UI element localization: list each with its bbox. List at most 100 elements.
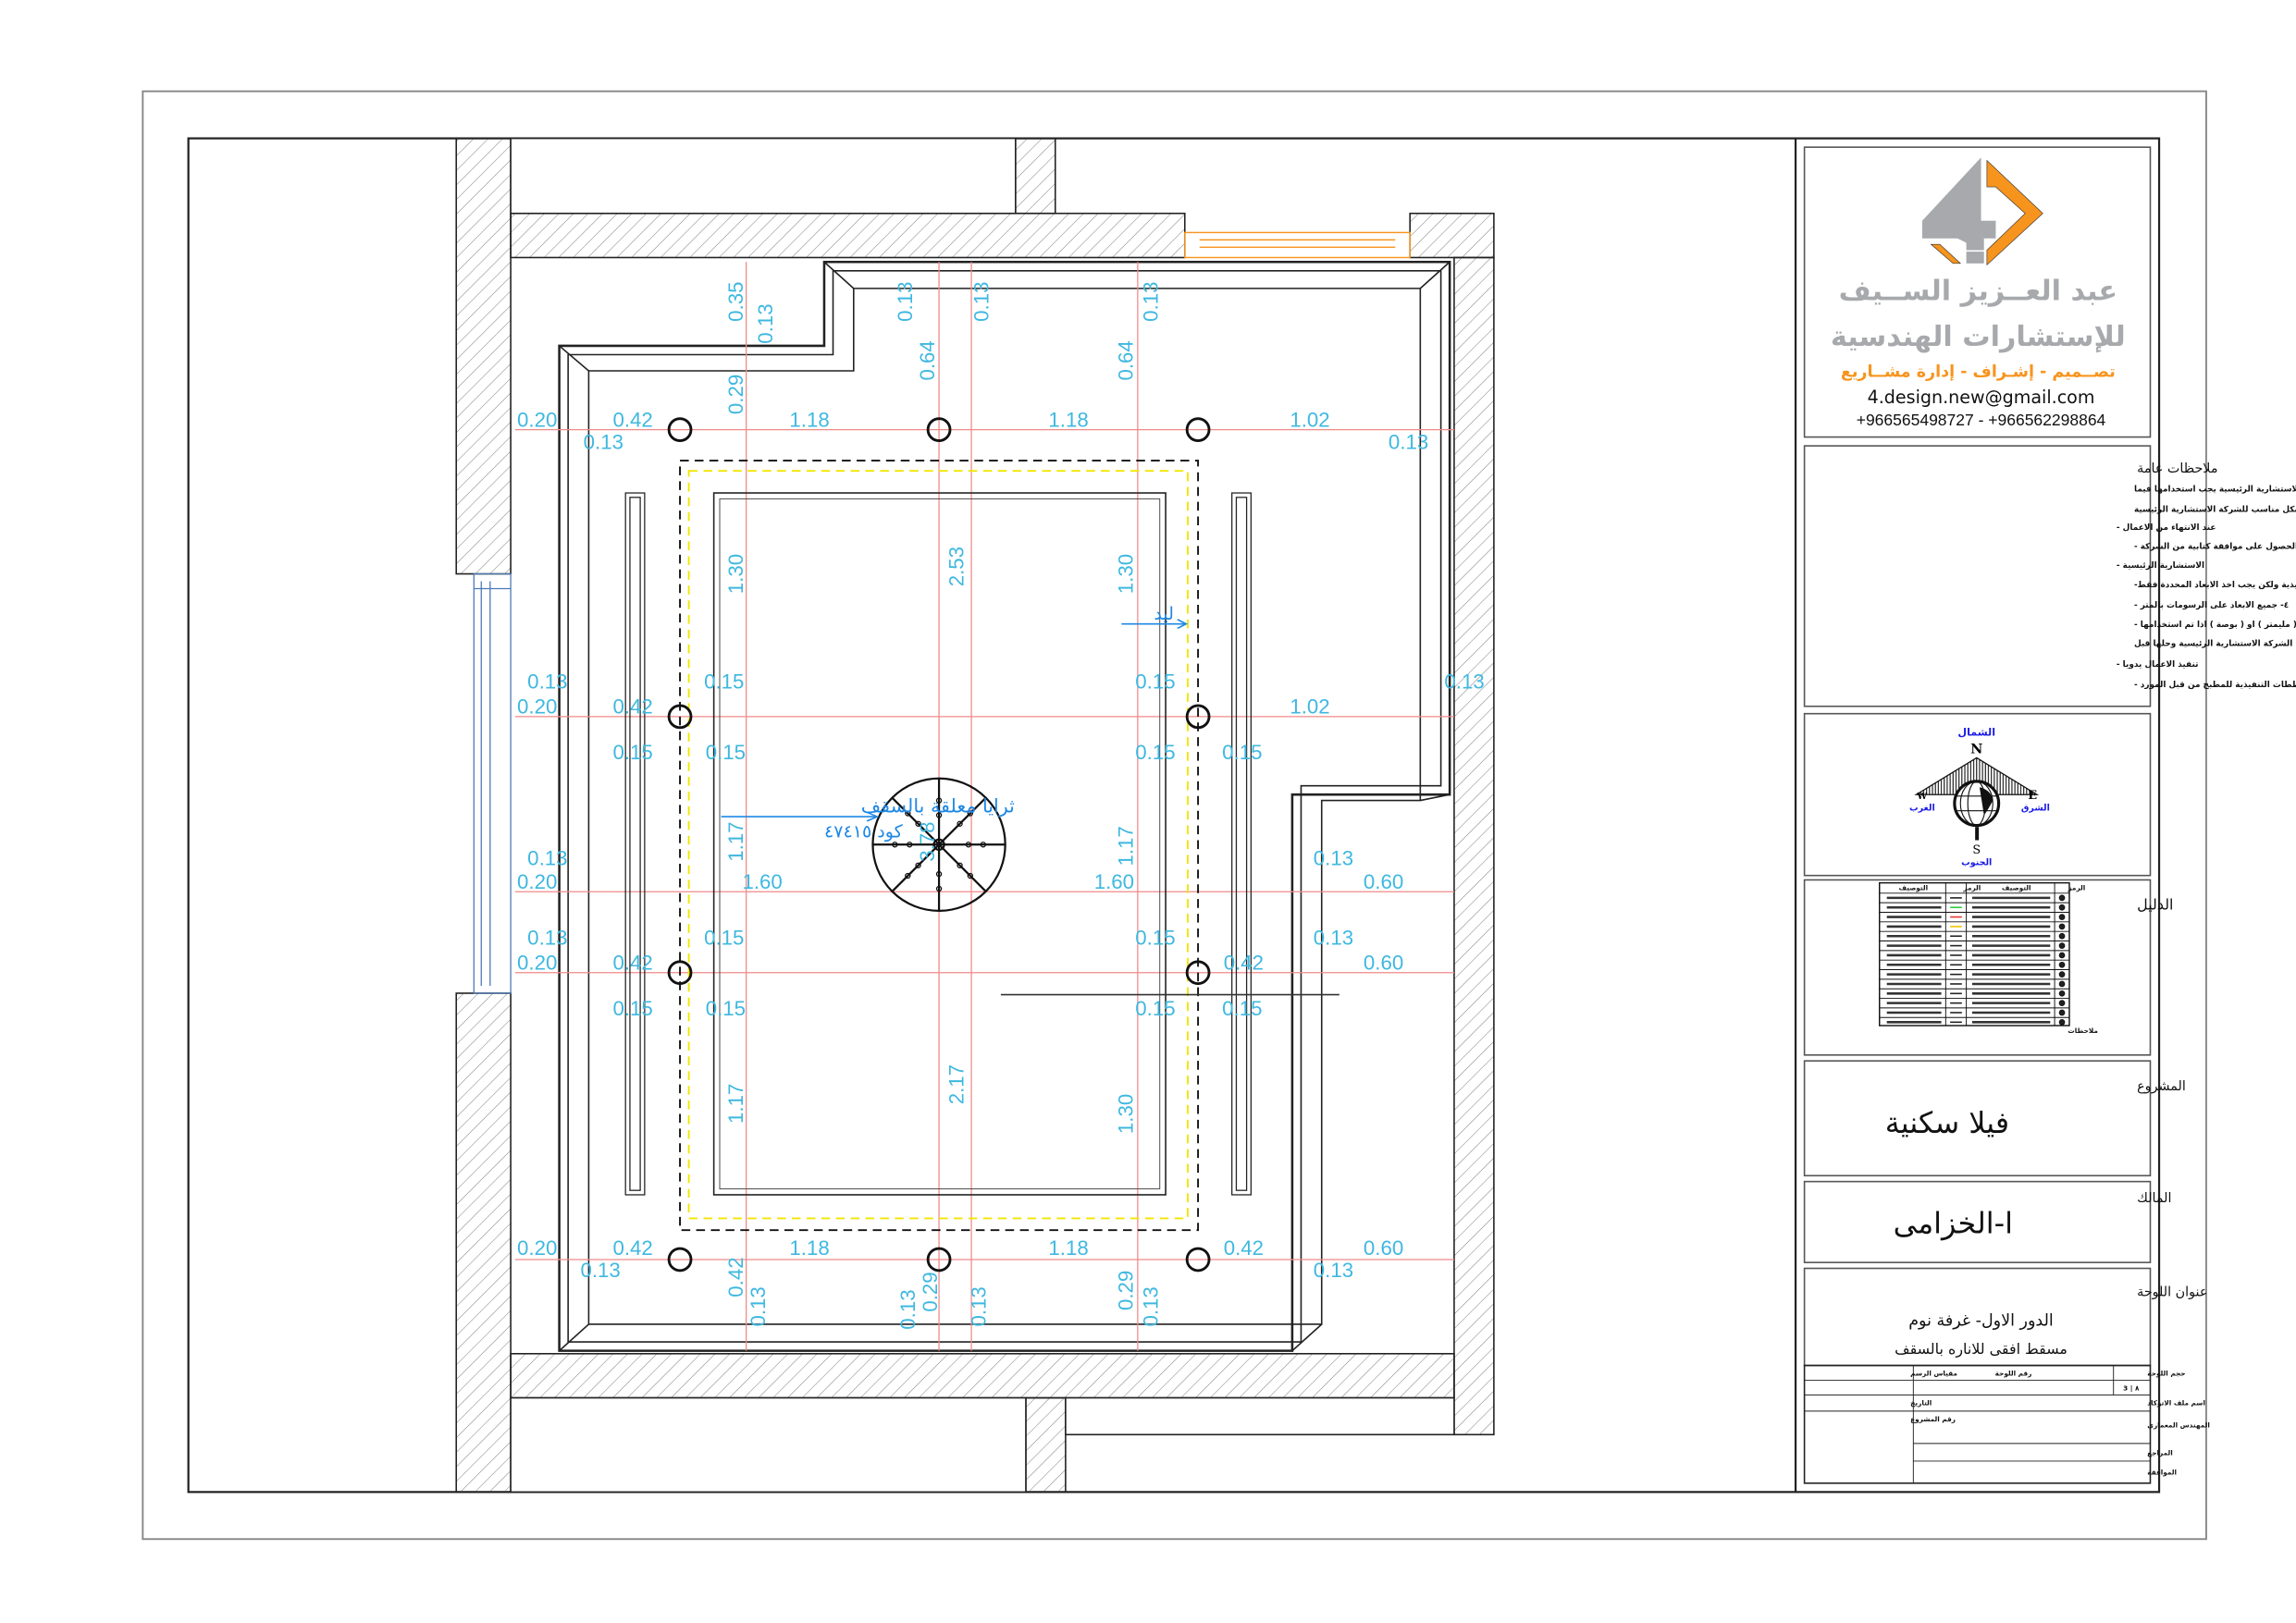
dimension-label: 0.20 <box>517 1236 557 1260</box>
north-arrow-icon <box>1914 756 2040 841</box>
sheet-size-label: حجم اللوحة <box>2147 1370 2185 1378</box>
legend-symbol-icon <box>2058 932 2066 940</box>
chandelier-bulb <box>965 842 972 848</box>
note-line: ١- جميع الرسومات وضعها تظل ملكا للشركة ا… <box>2134 485 2296 494</box>
dimension-label: 0.15 <box>704 670 744 694</box>
chandelier-bulb <box>935 885 943 892</box>
dimension-label: 0.42 <box>1224 1236 1264 1260</box>
dimension-label: 0.13 <box>584 430 623 453</box>
legend-symbol-icon <box>2058 971 2066 977</box>
led-label: ليد <box>1154 603 1174 624</box>
downlight-icon <box>1185 417 1211 442</box>
chandelier-icon <box>871 777 1006 913</box>
downlight-icon <box>926 1247 952 1273</box>
dimension-label: 1.18 <box>1048 1236 1088 1260</box>
legend-symbol-icon <box>2058 961 2066 968</box>
dimension-label: 0.60 <box>1364 870 1403 893</box>
inner-frame <box>187 137 2161 1494</box>
compass-south: S <box>1972 842 1981 856</box>
dimension-label: 0.20 <box>517 870 557 893</box>
legend-symbol-icon <box>2058 980 2066 988</box>
dimension-label: 0.64 <box>916 340 939 380</box>
dimension-label: 0.13 <box>896 1289 920 1329</box>
dimension-labels-vertical: 0.350.130.291.301.171.170.420.130.130.64… <box>724 282 1163 1330</box>
note-line: ٢- قد لايتم نسخ هذه الرسومات باى وسيلة د… <box>2134 543 2296 552</box>
chandelier-bulb <box>915 862 921 868</box>
dimension-label: 0.60 <box>1364 1236 1403 1260</box>
dimension-label: 1.18 <box>789 1236 829 1260</box>
note-line: ٣-لايجب قياس الابعاد من الرسومات التنفيذ… <box>2134 581 2296 590</box>
dimension-label: 0.15 <box>612 741 652 764</box>
dimension-label: 1.17 <box>724 821 747 861</box>
date-label: التاريخ <box>1910 1398 1932 1407</box>
window-left <box>473 572 512 994</box>
dimension-label: 0.15 <box>1135 926 1175 949</box>
dimension-label: 0.20 <box>517 952 557 975</box>
chandelier-bulb <box>905 872 911 879</box>
chandelier-bulb <box>967 872 974 879</box>
downlight-icon <box>1185 960 1211 986</box>
ceiling-cove <box>558 260 1451 1352</box>
sheet-title-line1: الدور الاول- غرفة نوم <box>1908 1312 2054 1331</box>
legend-symbol-icon <box>2058 942 2066 949</box>
dimension-label: 1.18 <box>789 408 829 431</box>
legend-table <box>1879 881 2070 1027</box>
compass-west: W <box>1917 792 1928 802</box>
note-line: عند الانتهاء من الاعمال - <box>2117 523 2216 533</box>
dimension-label: 0.35 <box>724 282 747 322</box>
dimension-label: 0.42 <box>724 1257 747 1297</box>
dimension-lines <box>514 262 1454 1351</box>
window-top <box>1184 231 1411 259</box>
chandelier-bulb <box>957 820 963 827</box>
downlight-icon <box>1185 704 1211 730</box>
legend-symbol-icon <box>2058 923 2066 930</box>
owner-name: ا-الخزامى <box>1894 1205 2013 1240</box>
notes-title: ملاحظات عامة <box>2137 461 2217 476</box>
legend-symbol-icon <box>2058 894 2066 902</box>
legend-header-symbol-2: الرمز <box>1962 884 1981 892</box>
dimension-label: 0.15 <box>1135 741 1175 764</box>
inner-ceiling <box>712 492 1167 1196</box>
dimension-label: 1.18 <box>1048 408 1088 431</box>
architect-label: المهندس المعماري <box>2147 1420 2210 1429</box>
sheet-title-label: عنوان اللوحة <box>2137 1285 2207 1300</box>
dimension-label: 0.13 <box>970 282 994 322</box>
downlight-icon <box>667 417 693 442</box>
legend-symbol-icon <box>2058 990 2066 997</box>
legend-symbol-icon <box>2058 1009 2066 1016</box>
info-table <box>1804 1365 2151 1483</box>
inner-ceiling-edge <box>719 498 1161 1190</box>
legend-symbol-icon <box>2058 914 2066 920</box>
sheet-title-line2: مسقط افقى للاناره بالسقف <box>1895 1340 2068 1359</box>
dimension-label: 0.13 <box>527 847 567 870</box>
chandelier-label: ثرايا معلقة بالسقف <box>861 794 1015 817</box>
led-strip <box>687 470 1189 1220</box>
chandelier-bulb <box>915 820 921 827</box>
title-block <box>1803 146 2152 1484</box>
chandelier-bulb <box>967 810 974 817</box>
dimension-label: 0.15 <box>706 741 746 764</box>
dimension-label: 0.42 <box>612 1236 652 1260</box>
note-line: ٤- جميع الابعاد على الرسومات بالمتر - <box>2134 601 2289 610</box>
dimension-label: 0.13 <box>754 303 777 343</box>
company-email: 4.design.new@gmail.com <box>1868 387 2095 408</box>
general-notes: ١- جميع الرسومات وضعها تظل ملكا للشركة ا… <box>2117 485 2296 690</box>
dimension-label: 1.60 <box>742 870 782 893</box>
project-label: المشروع <box>2137 1079 2186 1094</box>
dimension-label: 1.30 <box>1115 1094 1138 1134</box>
downlight-icon <box>926 417 952 442</box>
dimension-label: 0.13 <box>894 282 917 322</box>
walls <box>455 137 1495 1494</box>
dimension-label: 1.30 <box>724 554 747 594</box>
dimension-label: 0.13 <box>747 1286 770 1326</box>
chandelier-bulb <box>905 810 911 817</box>
dimension-label: 0.15 <box>1135 997 1175 1020</box>
company-logo <box>1921 157 2043 266</box>
dimension-label: 0.20 <box>517 408 557 431</box>
dimension-label: 3.78 <box>916 821 939 861</box>
dimension-label: 0.42 <box>1224 952 1264 975</box>
legend-symbol-icon <box>2058 952 2066 959</box>
dimension-label: 1.30 <box>1115 554 1138 594</box>
